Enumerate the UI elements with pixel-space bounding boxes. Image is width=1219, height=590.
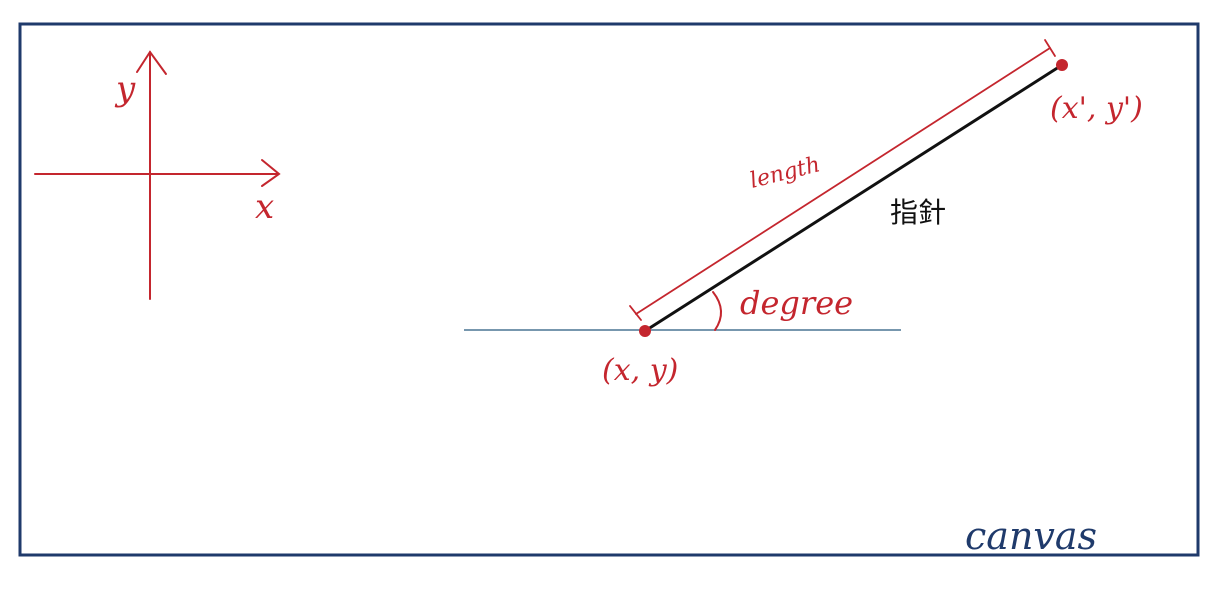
end-point-label: (x', y')	[1050, 91, 1143, 126]
x-axis-label: x	[255, 187, 274, 227]
canvas-frame	[18, 22, 1200, 557]
degree-arc	[712, 291, 722, 331]
coordinate-axes	[34, 50, 281, 300]
start-point-dot	[639, 325, 651, 337]
end-point-dot	[1056, 59, 1068, 71]
y-axis-arrowhead	[136, 50, 167, 75]
x-axis-arrowhead	[261, 159, 281, 187]
length-bracket	[629, 39, 1056, 321]
start-point-label: (x, y)	[602, 353, 678, 388]
degree-label: degree	[740, 284, 853, 322]
pointer-line	[643, 63, 1064, 333]
canvas-label: canvas	[965, 514, 1097, 558]
length-label: length	[747, 152, 822, 194]
y-axis-label: y	[114, 69, 136, 109]
pointer-label: 指針	[890, 196, 946, 229]
